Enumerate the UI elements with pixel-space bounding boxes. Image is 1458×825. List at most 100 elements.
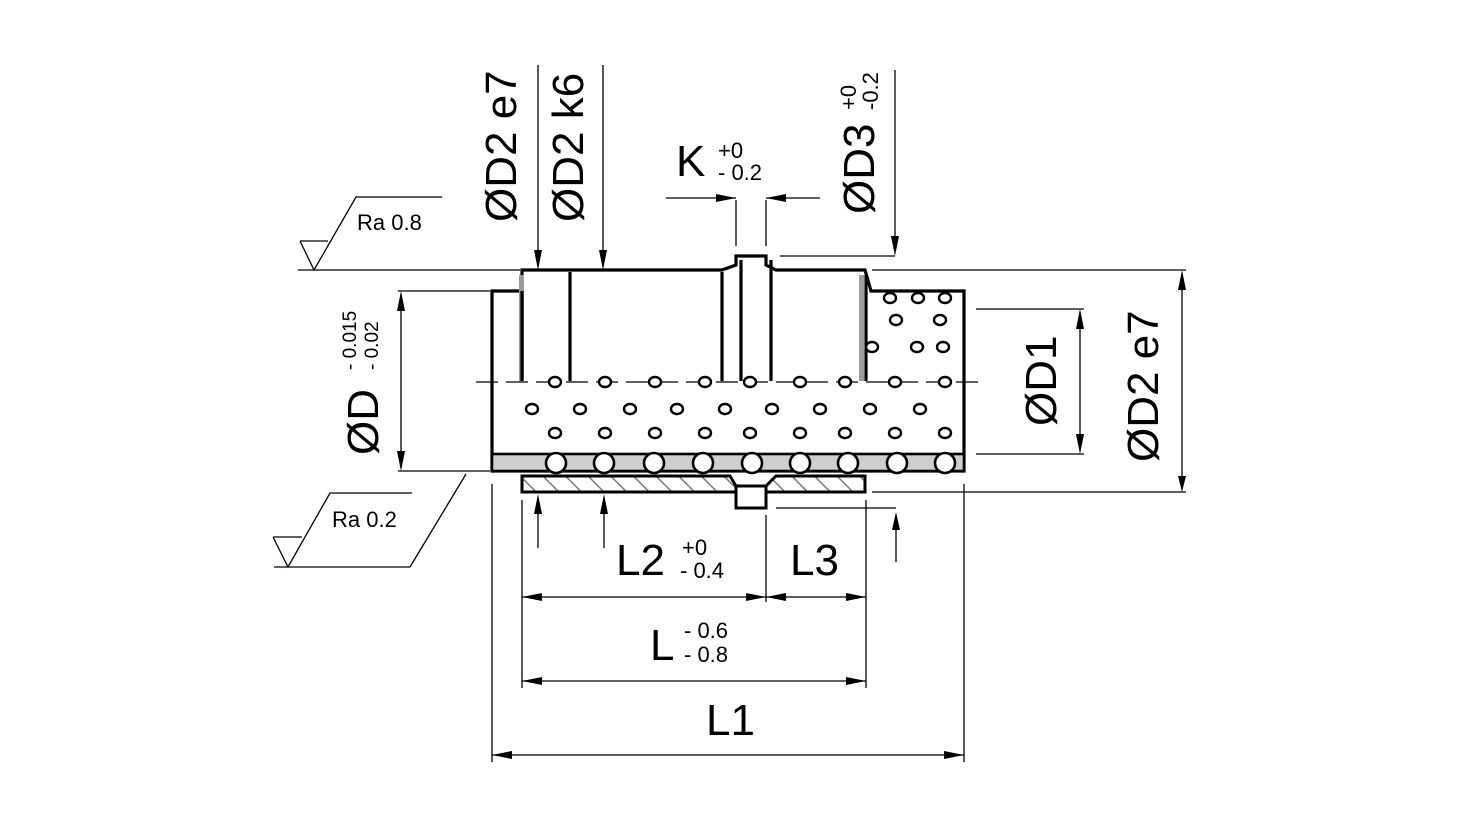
shade-strip-2 — [859, 275, 864, 381]
hole — [812, 402, 828, 416]
label-l2-upper: +0 — [682, 535, 707, 560]
label-k: K — [676, 137, 705, 186]
label-d-upper: - 0.015 — [340, 311, 361, 370]
ball — [544, 451, 568, 475]
hole — [912, 402, 928, 416]
hole-pattern — [524, 291, 953, 440]
label-d-lower: - 0.02 — [362, 321, 383, 370]
arrow-d-top — [397, 291, 405, 311]
ra-bottom-leader — [409, 473, 467, 568]
hatched-sleeve — [520, 474, 867, 510]
label-d2-k6: ØD2 k6 — [544, 73, 593, 222]
arrow-k-left — [716, 194, 736, 202]
label-l2-lower: - 0.4 — [680, 558, 724, 583]
arrow-bot-1 — [534, 494, 542, 514]
label-l2: L2 — [616, 536, 665, 585]
arrow-l2-left — [522, 593, 542, 601]
arrow-l3-right — [846, 593, 866, 601]
ra-bottom-symbol — [272, 492, 412, 569]
hole — [937, 291, 953, 305]
label-l-lower: - 0.8 — [684, 642, 728, 667]
hole — [909, 340, 925, 354]
ra-top-symbol — [299, 196, 442, 272]
hole — [910, 291, 926, 305]
arrow-l-left — [522, 677, 542, 685]
ball-row — [544, 451, 957, 475]
body-outline-top — [490, 254, 966, 473]
arrow-d3 — [891, 236, 899, 256]
arrow-l2-right — [746, 593, 766, 601]
hole — [887, 426, 903, 440]
label-l1: L1 — [706, 696, 755, 745]
label-d1: ØD1 — [1017, 336, 1066, 426]
hole — [888, 313, 904, 327]
arrow-bot-3 — [892, 512, 900, 530]
hole — [622, 402, 638, 416]
label-d3-lower: -0.2 — [858, 72, 883, 110]
hole — [792, 426, 808, 440]
label-ra-top: Ra 0.8 — [357, 210, 422, 235]
arrow-d1-top — [1076, 309, 1084, 329]
arrow-d-bottom — [397, 451, 405, 471]
hole — [572, 402, 588, 416]
hole — [597, 426, 613, 440]
label-ra-bottom: Ra 0.2 — [332, 507, 397, 532]
ball — [836, 451, 860, 475]
hole — [937, 426, 953, 440]
hole — [524, 402, 540, 416]
hole — [862, 402, 878, 416]
hole — [837, 375, 853, 389]
hole — [647, 375, 663, 389]
arrow-d2r-bottom — [1178, 476, 1186, 492]
hole — [647, 426, 663, 440]
ball — [788, 451, 812, 475]
hole — [717, 402, 733, 416]
label-d3-upper: +0 — [836, 85, 861, 110]
arrow-d1-bottom — [1076, 434, 1084, 454]
label-d2-e7-right: ØD2 e7 — [1119, 310, 1168, 462]
hole — [882, 291, 898, 305]
hole — [932, 313, 948, 327]
ball — [642, 451, 666, 475]
ball — [740, 451, 764, 475]
hole — [547, 426, 563, 440]
label-d: ØD — [339, 389, 388, 455]
arrow-d2r-top — [1178, 270, 1186, 290]
ball — [691, 451, 715, 475]
ball — [933, 451, 957, 475]
dimension-lines — [272, 65, 1186, 762]
arrow-l1-left — [492, 751, 512, 759]
hole — [937, 375, 953, 389]
hole — [887, 375, 903, 389]
arrow-bot-2 — [600, 494, 608, 514]
arrow-l-right — [846, 677, 866, 685]
hole — [742, 375, 758, 389]
hole — [547, 375, 563, 389]
hole — [864, 340, 880, 354]
arrow-l1-right — [944, 751, 964, 759]
hole — [669, 402, 685, 416]
hole — [792, 375, 808, 389]
arrow-l3-left — [766, 593, 786, 601]
arrow-d2k6 — [599, 250, 607, 270]
label-k-lower: - 0.2 — [718, 160, 762, 185]
arrow-d2e7-top — [534, 250, 542, 270]
label-k-upper: +0 — [718, 138, 743, 163]
label-l: L — [650, 621, 674, 670]
ball — [885, 451, 909, 475]
label-d3: ØD3 — [835, 124, 884, 214]
arrow-k-right — [766, 194, 786, 202]
dimension-labels: ØD2 e7 ØD2 k6 K +0 - 0.2 ØD3 +0 -0.2 ØD … — [332, 70, 1168, 745]
hole — [742, 426, 758, 440]
hole — [697, 375, 713, 389]
groove-bottom — [734, 484, 768, 510]
hole — [764, 402, 780, 416]
label-l3: L3 — [790, 536, 839, 585]
hole — [935, 340, 951, 354]
label-l-upper: - 0.6 — [684, 618, 728, 643]
hole — [597, 375, 613, 389]
label-d2-e7-top: ØD2 e7 — [477, 70, 526, 222]
ball — [592, 451, 616, 475]
hole — [697, 426, 713, 440]
